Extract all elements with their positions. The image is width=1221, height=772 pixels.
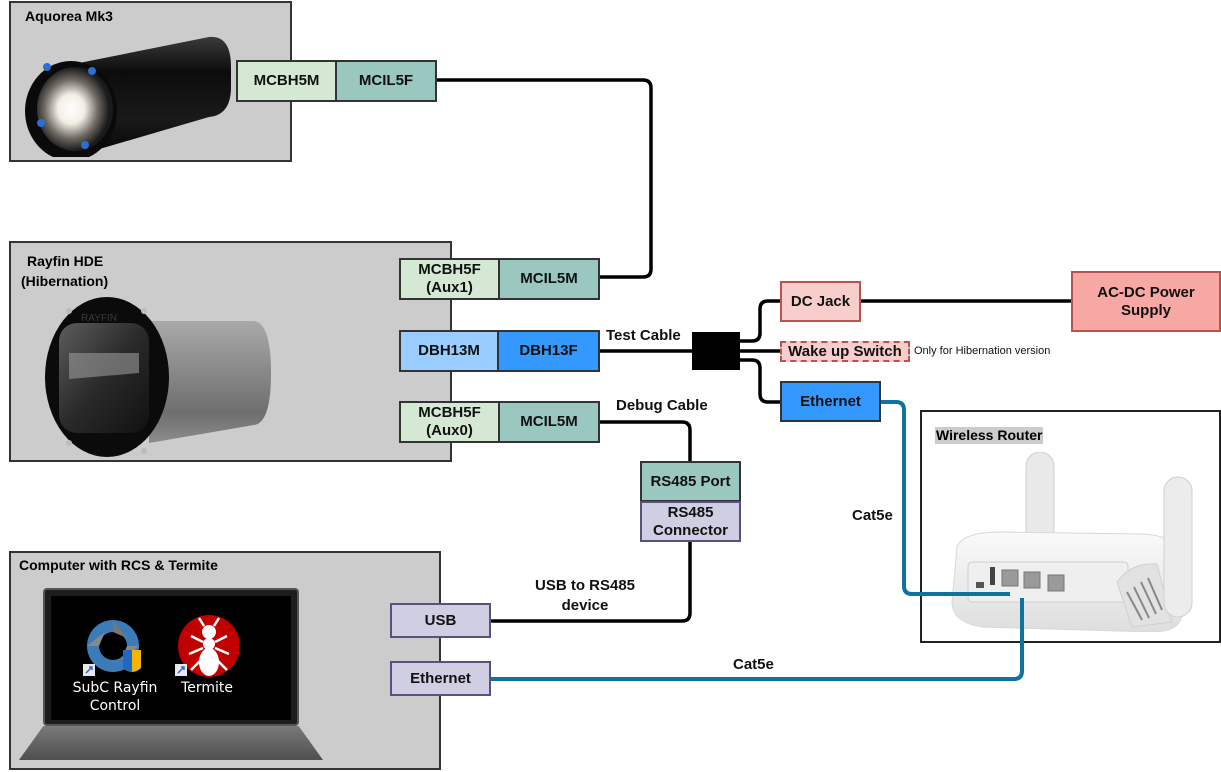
wake-up-switch-label: Wake up Switch [788, 342, 902, 360]
main-bulkhead-label: DBH13M [418, 342, 480, 359]
wire-splitter-to-ethernet [740, 358, 780, 404]
aux0-bulkhead-label-line1: MCBH5F [418, 404, 481, 421]
rs485-port-label: RS485 Port [650, 472, 731, 490]
test-ethernet-box[interactable]: Ethernet [780, 381, 881, 422]
router-group: Wireless Router [920, 410, 1221, 643]
aux1-bulkhead-connector[interactable]: MCBH5F (Aux1) [399, 258, 500, 300]
pc-usb-port-box[interactable]: USB [390, 603, 491, 638]
rs485-port-box[interactable]: RS485 Port [640, 461, 741, 502]
aux0-inline-label: MCIL5M [520, 413, 578, 430]
main-inline-label: DBH13F [519, 342, 578, 359]
app-icon-rayfin-control[interactable]: SubC Rayfin Control [73, 616, 157, 716]
aperture-shield-icon [83, 620, 141, 676]
wire-usb-rs485 [490, 542, 692, 623]
rs485-connector-label-line1: RS485 [667, 503, 714, 521]
main-inline-connector[interactable]: DBH13F [497, 330, 600, 372]
dc-jack-label: DC Jack [790, 292, 851, 310]
aquorea-bulkhead-label: MCBH5M [253, 72, 320, 89]
test-cable-label: Test Cable [606, 327, 681, 344]
rs485-connector-box[interactable]: RS485 Connector [640, 501, 741, 542]
cat5e-pc-label: Cat5e [733, 656, 774, 673]
power-supply-label-line1: AC-DC Power [1097, 283, 1195, 301]
dc-jack-box[interactable]: DC Jack [780, 281, 861, 322]
aux0-bulkhead-label-line2: (Aux0) [426, 422, 473, 439]
usb-rs485-label-line2: device [561, 597, 609, 614]
wire-cat5e-ethernet-router [880, 400, 1010, 596]
aquorea-light-illustration [25, 36, 231, 157]
aux0-bulkhead-connector[interactable]: MCBH5F (Aux0) [399, 401, 500, 443]
rayfin-title-line1: Rayfin HDE [27, 253, 104, 269]
aux1-inline-label: MCIL5M [520, 270, 578, 287]
app-label-termite: Termite [181, 680, 233, 696]
wire-debug-cable [600, 420, 692, 461]
computer-group: Computer with RCS & Termite SubC Rayfin … [9, 551, 441, 770]
app-label-rayfin-line2: Control [89, 698, 141, 714]
aquorea-bulkhead-connector[interactable]: MCBH5M [236, 60, 337, 102]
router-title: Wireless Router [935, 427, 1044, 444]
wake-up-switch-box[interactable]: Wake up Switch [780, 341, 910, 362]
wake-switch-note: Only for Hibernation version [914, 345, 1051, 357]
aquorea-inline-label: MCIL5F [358, 72, 414, 89]
wire-cat5e-pc-router [490, 598, 1024, 681]
aquorea-title: Aquorea Mk3 [25, 8, 113, 24]
pc-ethernet-label: Ethernet [410, 669, 471, 687]
laptop-screen: SubC Rayfin Control Termite [51, 596, 291, 720]
computer-title: Computer with RCS & Termite [19, 557, 218, 573]
main-bulkhead-connector[interactable]: DBH13M [399, 330, 499, 372]
ac-dc-power-supply-box[interactable]: AC-DC Power Supply [1071, 271, 1221, 332]
laptop-keyboard-base [19, 726, 323, 760]
app-label-rayfin-line1: SubC Rayfin [72, 680, 158, 696]
termite-icon [175, 615, 239, 677]
cat5e-router-label: Cat5e [852, 507, 893, 524]
rs485-connector-label-line2: Connector [653, 521, 728, 539]
rayfin-logo-text: RAYFIN [81, 313, 117, 324]
app-icon-termite[interactable]: Termite [173, 615, 253, 716]
debug-cable-label: Debug Cable [616, 397, 708, 414]
usb-rs485-label-line1: USB to RS485 [534, 577, 636, 594]
router-illustration [951, 452, 1193, 632]
cable-splitter-block [692, 332, 740, 370]
rayfin-title-line2: (Hibernation) [21, 273, 109, 289]
aquorea-inline-connector[interactable]: MCIL5F [335, 60, 437, 102]
rayfin-camera-illustration: RAYFIN [45, 297, 271, 457]
pc-ethernet-port-box[interactable]: Ethernet [390, 661, 491, 696]
aux1-bulkhead-label-line2: (Aux1) [426, 279, 473, 296]
wire-aquorea-to-aux1 [437, 78, 653, 279]
pc-usb-label: USB [424, 611, 457, 629]
wire-splitter-to-dcjack [740, 299, 780, 343]
aux1-inline-connector[interactable]: MCIL5M [498, 258, 600, 300]
laptop-illustration: SubC Rayfin Control Termite [43, 588, 299, 726]
aux0-inline-connector[interactable]: MCIL5M [498, 401, 600, 443]
rayfin-hde-group: Rayfin HDE (Hibernation) RAYFIN [9, 241, 452, 462]
test-ethernet-label: Ethernet [800, 392, 861, 410]
power-supply-label-line2: Supply [1120, 301, 1171, 319]
aux1-bulkhead-label-line1: MCBH5F [418, 261, 481, 278]
